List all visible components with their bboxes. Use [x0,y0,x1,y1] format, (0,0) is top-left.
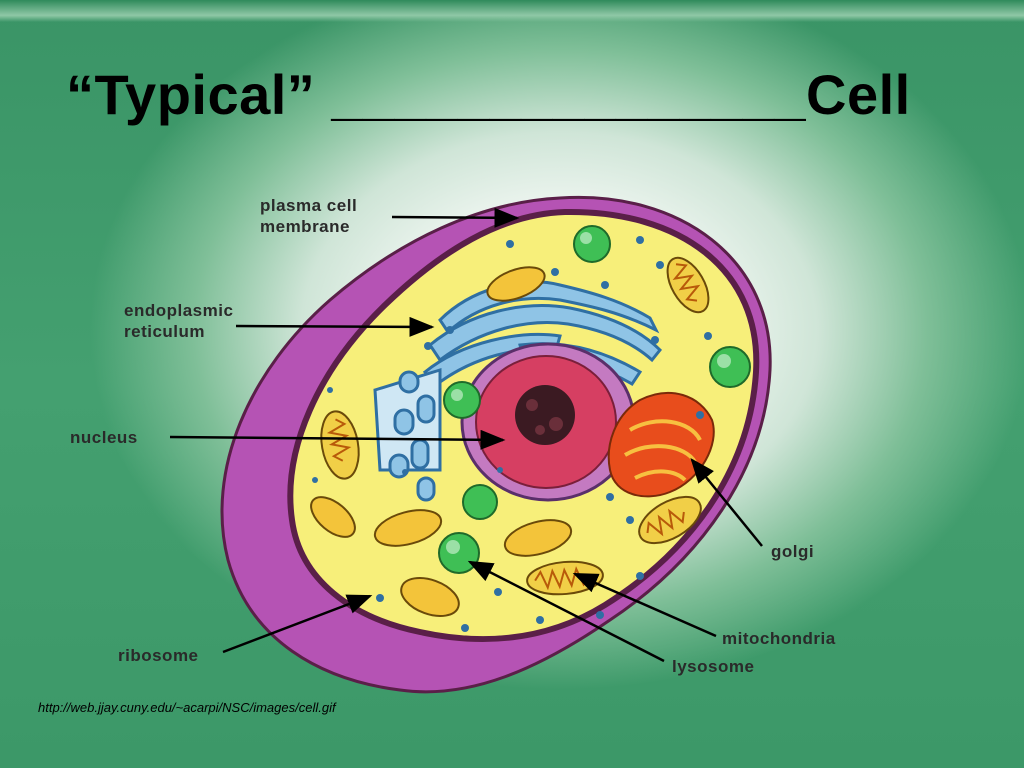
arrow-mitochondria [572,572,717,638]
label-mitochondria: mitochondria [722,629,836,648]
label-plasma-line1: plasma cell [260,196,358,215]
vesicles [310,266,573,617]
label-plasma-line2: membrane [260,217,350,236]
arrow-plasma-membrane [391,207,520,228]
label-nucleus: nucleus [70,428,138,447]
arrow-golgi [690,458,763,547]
arrow-nucleus [169,429,506,450]
arrow-endoplasmic-reticulum [235,316,435,337]
label-er-line1: endoplasmic [124,301,234,320]
slide-top-band [0,0,1024,22]
ribosomes [312,236,712,632]
label-plasma-membrane: plasma cell membrane [260,195,357,237]
pointer-arrows [169,207,763,663]
label-lysosome: lysosome [672,657,755,676]
label-er-line2: reticulum [124,322,206,341]
label-endoplasmic-reticulum: endoplasmic reticulum [124,300,233,342]
lysosome-highlights [446,232,731,554]
arrow-lysosome [467,560,665,663]
slide-title: “Typical” _______________Cell [66,63,911,126]
golgi-apparatus [607,391,715,498]
nucleus [460,342,636,502]
arrow-ribosome [222,594,373,654]
source-url: http://web.jjay.cuny.edu/~acarpi/NSC/ima… [38,700,336,715]
label-golgi: golgi [771,542,815,561]
label-ribosome: ribosome [118,646,199,665]
